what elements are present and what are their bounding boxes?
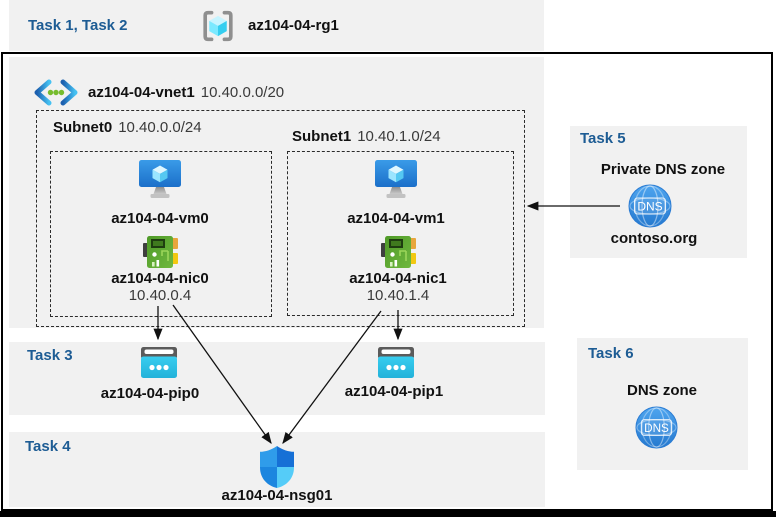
vm0-icon [139,160,181,200]
subnet0-cidr: 10.40.0.0/24 [118,119,202,136]
bottom-edge-bar [0,511,776,517]
vnet-name: az104-04-vnet1 [88,84,195,101]
task1-2-heading: Task 1, Task 2 [28,17,128,34]
vnet-header: az104-04-vnet1 10.40.0.0/20 [88,84,284,101]
nic0-name: az104-04-nic0 [111,270,209,287]
vnet-cidr: 10.40.0.0/20 [200,84,285,101]
subnet0-name: Subnet0 [53,119,113,136]
subnet0-header: Subnet0 10.40.0.0/24 [53,119,202,136]
pip1-name: az104-04-pip1 [344,383,444,400]
vnet-panel [9,57,544,328]
task4-heading: Task 4 [25,438,71,455]
private-dns-globe-icon: DNS [628,184,672,228]
nsg-name: az104-04-nsg01 [221,487,333,504]
diagram-outer-border [1,52,773,511]
vm0-name: az104-04-vm0 [111,210,209,227]
private-dns-zone-name: contoso.org [610,230,698,247]
subnet0-dashed-box [50,151,272,317]
subnet1-name: Subnet1 [292,128,352,145]
nic0-icon [143,234,178,270]
task6-heading: Task 6 [588,345,634,362]
vm1-name: az104-04-vm1 [347,210,445,227]
dns-zone-globe-icon: DNS [635,406,678,449]
task6-box [577,338,748,470]
task5-heading: Task 5 [580,130,626,147]
resource-group-name: az104-04-rg1 [248,17,339,34]
pip0-name: az104-04-pip0 [100,385,200,402]
pip0-icon [141,347,177,378]
task1-2-band [9,0,544,51]
nic1-icon [381,234,416,270]
resource-group-icon [202,10,234,42]
nic0-ip: 10.40.0.4 [128,287,192,304]
subnet1-cidr: 10.40.1.0/24 [357,128,441,145]
nic1-name: az104-04-nic1 [349,270,447,287]
task3-heading: Task 3 [27,347,73,364]
dns-badge-text: DNS [644,422,669,435]
subnets-dashed-container [36,110,525,327]
dns-zone-title: DNS zone [626,382,698,399]
nic1-ip: 10.40.1.4 [366,287,430,304]
vm1-icon [375,160,417,200]
subnet1-header: Subnet1 10.40.1.0/24 [292,128,441,145]
nsg-shield-icon [260,446,294,488]
task3-band [9,342,545,415]
private-dns-zone-title: Private DNS zone [600,161,726,178]
pip1-icon [378,347,414,378]
vnet-icon [33,79,79,106]
subnet1-dashed-box [287,151,514,316]
dns-badge-text: DNS [637,200,662,214]
